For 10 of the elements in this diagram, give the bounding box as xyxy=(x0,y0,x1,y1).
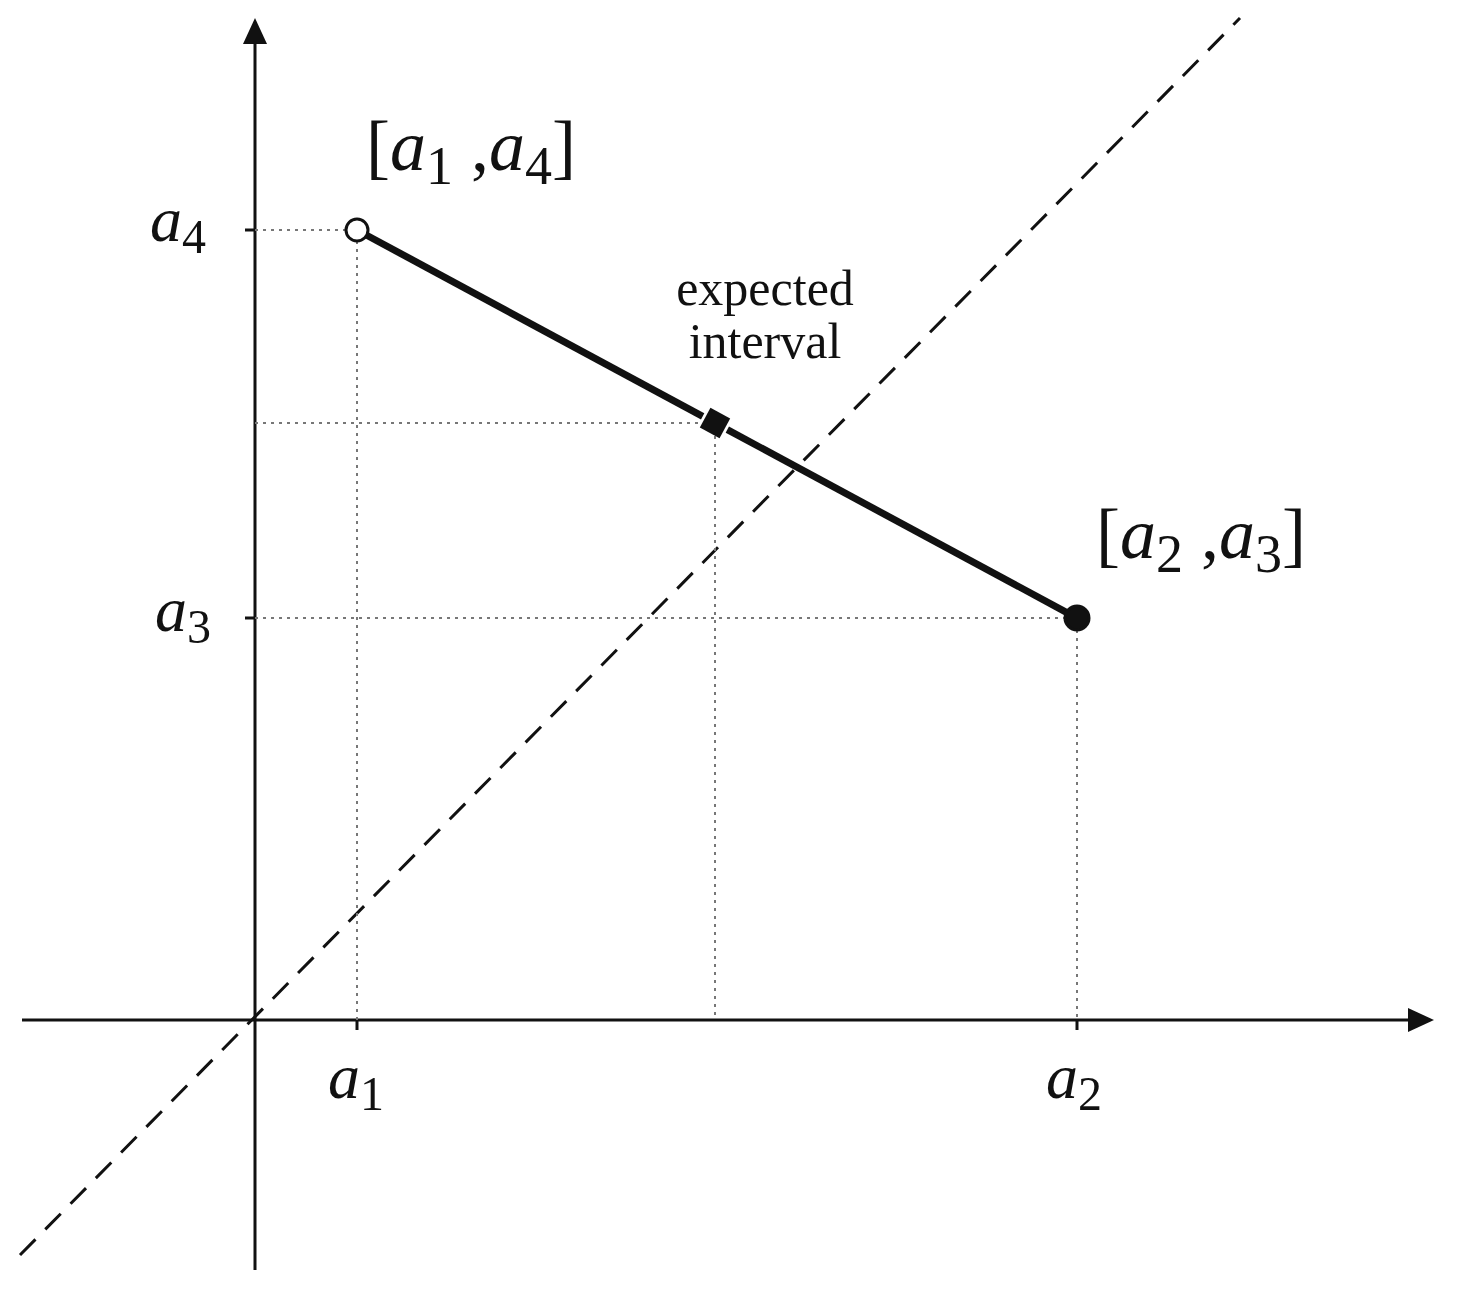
interval-line xyxy=(725,426,1069,616)
point-label: [a$_{1}$ ,a$_{4}$] xyxy=(366,110,576,182)
axis-label: a$_{3}$ xyxy=(155,578,211,642)
interval-line xyxy=(365,232,705,420)
endpoint-marker xyxy=(344,217,370,243)
interval-label: expected interval xyxy=(675,262,855,367)
axis-label: a$_{2}$ xyxy=(1046,1045,1102,1109)
axis-label: a$_{4}$ xyxy=(150,188,206,252)
endpoint-marker xyxy=(1063,604,1091,632)
axis-label: a$_{1}$ xyxy=(328,1045,384,1109)
